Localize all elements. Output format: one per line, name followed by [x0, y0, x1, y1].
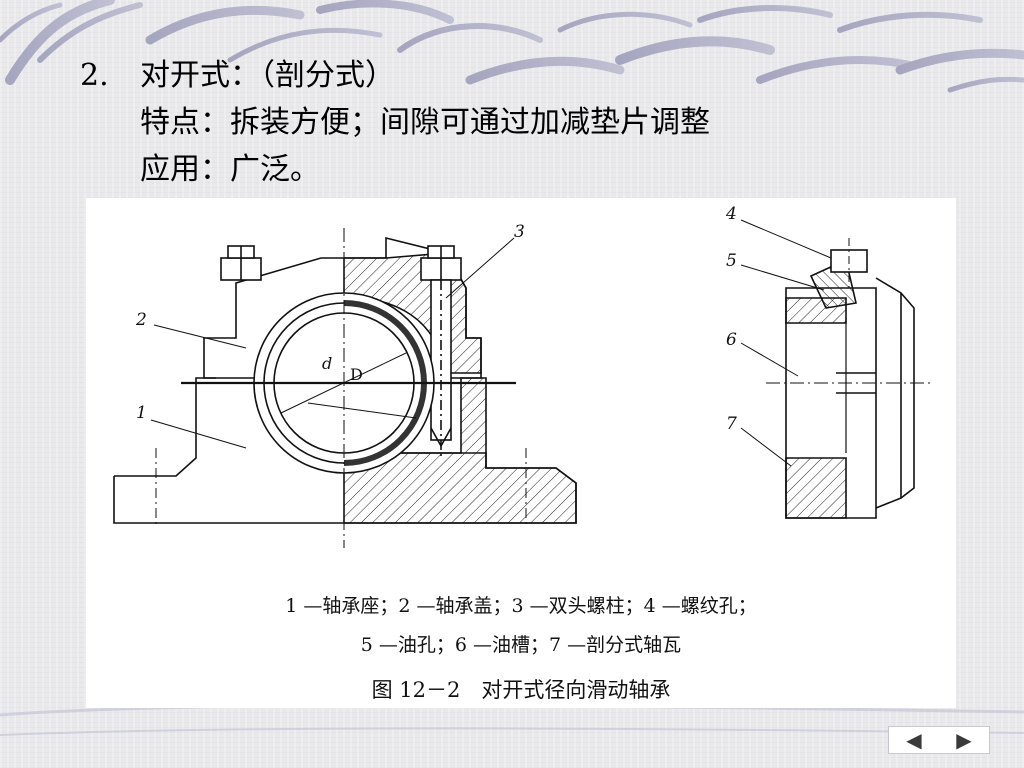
part-label-4: 4	[726, 204, 737, 224]
previous-slide-button[interactable]: ◀	[894, 728, 934, 752]
part-label-3: 3	[514, 222, 525, 242]
figure-legend-line-1: 1 —轴承座；2 —轴承盖；3 —双头螺柱；4 —螺纹孔；	[285, 595, 757, 617]
part-label-2: 2	[136, 310, 147, 330]
section-heading: 对开式：（剖分式）	[140, 58, 395, 93]
features-line: 特点：拆装方便；间隙可通过加减垫片调整	[140, 105, 710, 140]
dimension-label-d: d	[322, 354, 332, 373]
part-label-6: 6	[726, 330, 737, 350]
side-view	[740, 219, 931, 519]
triangle-left-icon: ◀	[906, 728, 922, 752]
figure-legend-line-2: 5 —油孔；6 —油槽；7 —剖分式轴瓦	[360, 634, 682, 656]
heading-line: 2. 对开式：（剖分式）	[80, 52, 710, 99]
part-label-7: 7	[726, 414, 737, 434]
front-view	[113, 228, 577, 548]
dimension-label-D: D	[350, 365, 363, 384]
section-number: 2.	[80, 58, 109, 93]
bearing-drawing: d D	[113, 219, 931, 548]
slide-navigation: ◀ ▶	[888, 726, 990, 754]
part-label-1: 1	[136, 403, 147, 423]
triangle-right-icon: ▶	[956, 728, 972, 752]
figure-caption: 图 12－2 对开式径向滑动轴承	[371, 678, 671, 702]
slide-text-block: 2. 对开式：（剖分式） 特点：拆装方便；间隙可通过加减垫片调整 应用：广泛。	[80, 52, 710, 193]
next-slide-button[interactable]: ▶	[944, 728, 984, 752]
application-line: 应用：广泛。	[140, 152, 320, 187]
bearing-figure: d D 2 1 3 4 5 6 7 1 —轴承座；2 —轴承盖；3	[86, 198, 956, 708]
part-label-5: 5	[726, 251, 737, 271]
